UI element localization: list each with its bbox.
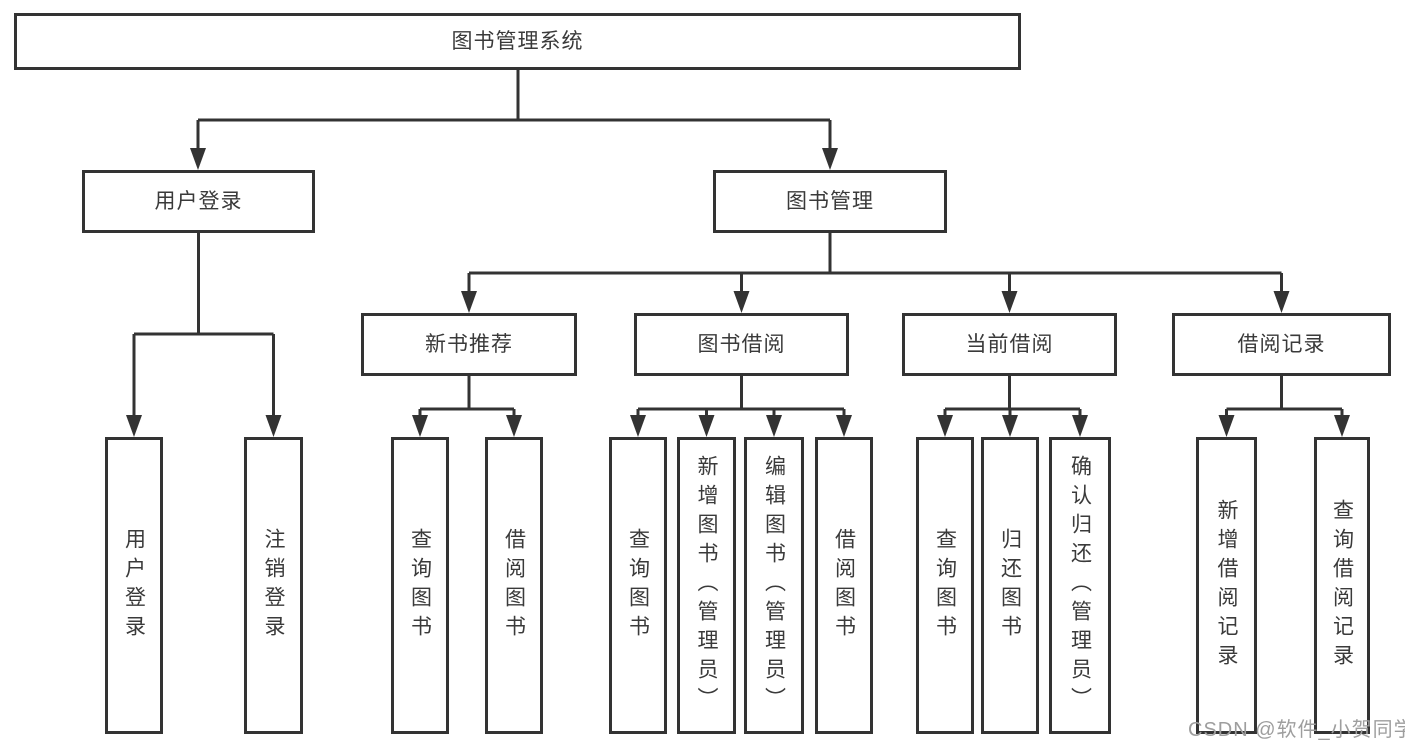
leaf-records-query-record: 查询借阅记录 [1314,437,1370,734]
leaf-current-confirm-return-admin: 确认归还（管理员） [1049,437,1111,734]
arrow-down-icon [190,148,206,170]
connector-root-to-level2 [190,70,838,170]
arrow-down-icon [1218,415,1235,437]
leaf-user-login: 用户登录 [105,437,163,734]
arrow-down-icon [733,291,750,313]
arrow-down-icon [126,415,142,437]
connector-book-mgmt-branch [461,233,1290,313]
connector-line [636,375,846,417]
connector-line [418,375,516,417]
leaf-records-add-record: 新增借阅记录 [1196,437,1257,734]
leaf-current-return-books: 归还图书 [981,437,1039,734]
arrow-down-icon [1001,291,1018,313]
arrow-down-icon [1002,415,1018,437]
arrow-down-icon [265,415,282,437]
arrow-down-icon [836,415,852,437]
leaf-current-query-books: 查询图书 [916,437,974,734]
connector-current-branch [937,375,1088,437]
leaf-borrow-borrow-books: 借阅图书 [815,437,873,734]
leaf-recommend-query-books: 查询图书 [391,437,449,734]
node-user-login: 用户登录 [82,170,315,233]
arrow-down-icon [506,415,522,437]
connector-line [467,233,1283,293]
arrow-down-icon [698,415,715,437]
csdn-watermark: CSDN @软件_小贺同学 [1188,719,1405,741]
arrow-down-icon [766,415,782,437]
leaf-logout: 注销登录 [244,437,303,734]
connector-line [196,70,832,150]
arrow-down-icon [937,415,953,437]
node-current-borrow: 当前借阅 [902,313,1117,376]
arrow-down-icon [1072,415,1088,437]
leaf-borrow-edit-books-admin: 编辑图书（管理员） [744,437,804,734]
node-book-borrow: 图书借阅 [634,313,849,376]
arrow-down-icon [1273,291,1290,313]
connector-recommend-branch [412,375,522,437]
node-library-system: 图书管理系统 [14,13,1021,70]
connector-line [132,233,275,417]
arrow-down-icon [630,415,646,437]
node-book-management: 图书管理 [713,170,947,233]
connector-line [1225,375,1344,417]
leaf-borrow-query-books: 查询图书 [609,437,667,734]
arrow-down-icon [461,291,477,313]
connector-line [943,375,1082,417]
leaf-borrow-add-books-admin: 新增图书（管理员） [677,437,736,734]
node-borrow-records: 借阅记录 [1172,313,1391,376]
arrow-down-icon [822,148,838,170]
connector-borrow-branch [630,375,852,437]
node-new-book-recommend: 新书推荐 [361,313,577,376]
leaf-recommend-borrow-books: 借阅图书 [485,437,543,734]
arrow-down-icon [412,415,428,437]
connector-user-login-branch [126,233,282,437]
arrow-down-icon [1334,415,1350,437]
connector-records-branch [1218,375,1350,437]
